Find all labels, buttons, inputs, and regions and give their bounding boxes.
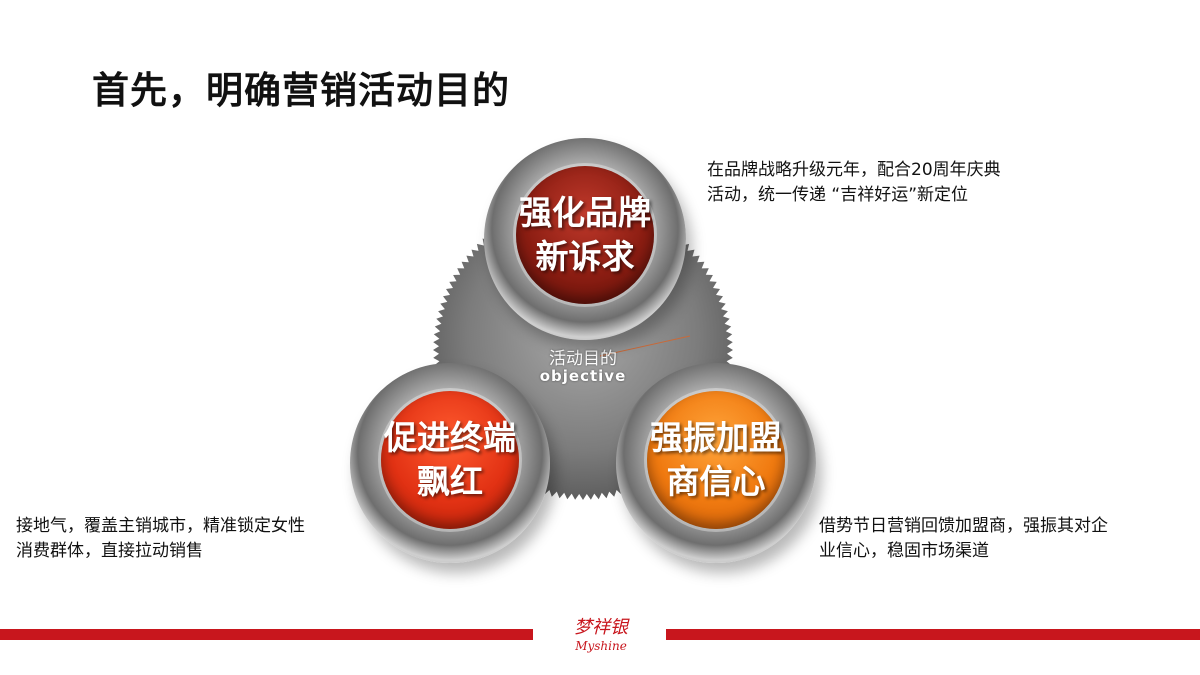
description-line: 业信心，稳固市场渠道 bbox=[819, 541, 989, 561]
description-franchise: 借势节日营销回馈加盟商，强振其对企 业信心，稳固市场渠道 bbox=[819, 514, 1169, 564]
logo-english-text: Myshine bbox=[575, 639, 627, 653]
gear-accent-line bbox=[599, 335, 691, 357]
description-line: 消费群体，直接拉动销售 bbox=[16, 541, 203, 561]
circle-text-line2: 飘红 bbox=[417, 462, 483, 501]
circle-text-line1: 强振加盟 bbox=[650, 418, 782, 457]
circle-franchise: 强振加盟 商信心 bbox=[616, 363, 816, 563]
center-sublabel: objective bbox=[539, 367, 627, 385]
description-terminal: 接地气，覆盖主销城市，精准锁定女性 消费群体，直接拉动销售 bbox=[16, 514, 366, 564]
center-label: 活动目的 bbox=[549, 349, 617, 369]
circle-core: 强化品牌 新诉求 bbox=[516, 166, 654, 304]
circle-text-line1: 强化品牌 bbox=[519, 193, 651, 232]
circle-text-line1: 促进终端 bbox=[384, 418, 516, 457]
circle-brand: 强化品牌 新诉求 bbox=[484, 138, 686, 340]
circle-text-line2: 新诉求 bbox=[535, 237, 635, 276]
circle-core: 促进终端 飘红 bbox=[381, 391, 519, 529]
circle-core: 强振加盟 商信心 bbox=[647, 391, 785, 529]
footer-bar-left bbox=[0, 629, 533, 640]
description-line: 在品牌战略升级元年，配合20周年庆典 bbox=[707, 160, 1001, 180]
description-line: 接地气，覆盖主销城市，精准锁定女性 bbox=[16, 516, 305, 536]
slide-title: 首先，明确营销活动目的 bbox=[92, 69, 510, 112]
circle-text-line2: 商信心 bbox=[666, 462, 766, 501]
footer-bar-right bbox=[666, 629, 1200, 640]
description-line: 借势节日营销回馈加盟商，强振其对企 bbox=[819, 516, 1108, 536]
brand-logo: 梦祥银 Myshine bbox=[546, 617, 656, 665]
logo-chinese-text: 梦祥银 bbox=[574, 617, 628, 638]
circle-terminal: 促进终端 飘红 bbox=[350, 363, 550, 563]
description-line: 活动，统一传递 “吉祥好运”新定位 bbox=[707, 185, 969, 205]
description-brand: 在品牌战略升级元年，配合20周年庆典 活动，统一传递 “吉祥好运”新定位 bbox=[707, 158, 1067, 208]
